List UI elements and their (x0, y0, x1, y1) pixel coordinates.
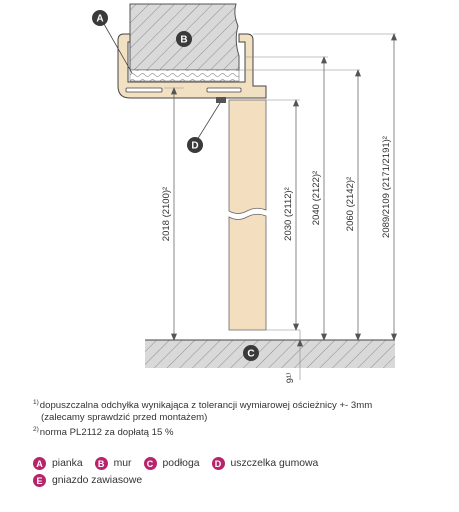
svg-text:D: D (191, 141, 198, 152)
floor-section (145, 339, 395, 368)
dim-2040: 2040 (2122)² (311, 171, 322, 225)
svg-text:B: B (180, 35, 187, 46)
rubber-seal (216, 97, 226, 103)
footnote-2: 2)norma PL2112 za dopłatą 15 % (33, 426, 174, 438)
label-d: D (187, 137, 203, 153)
svg-text:A: A (96, 14, 103, 25)
svg-text:C: C (247, 349, 254, 360)
dim-2089: 2089/2109 (2171/2191)² (381, 136, 392, 238)
dim-2060: 2060 (2142)² (345, 177, 356, 231)
dim-2018: 2018 (2100)² (161, 187, 172, 241)
foam-layer (129, 69, 240, 82)
footnote-1: 1)dopuszczalna odchyłka wynikająca z tol… (33, 399, 373, 411)
door-leaf (228, 99, 267, 331)
dim-2030: 2030 (2112)² (283, 187, 294, 241)
door-frame (117, 33, 267, 103)
dimension-lines (170, 33, 398, 347)
leader-lines (103, 23, 221, 141)
label-c: C (243, 345, 259, 361)
footnote-1-cont: (zalecamy sprawdzić przed montażem) (41, 412, 208, 423)
footnotes: 1)dopuszczalna odchyłka wynikająca z tol… (33, 397, 433, 439)
dim-gap: 9¹⁾ (285, 373, 296, 384)
door-frame-diagram: 2018 (2100)² 2030 (2112)² 2040 (2122)² 2… (92, 3, 398, 384)
label-a: A (92, 10, 108, 26)
label-b: B (176, 31, 192, 47)
